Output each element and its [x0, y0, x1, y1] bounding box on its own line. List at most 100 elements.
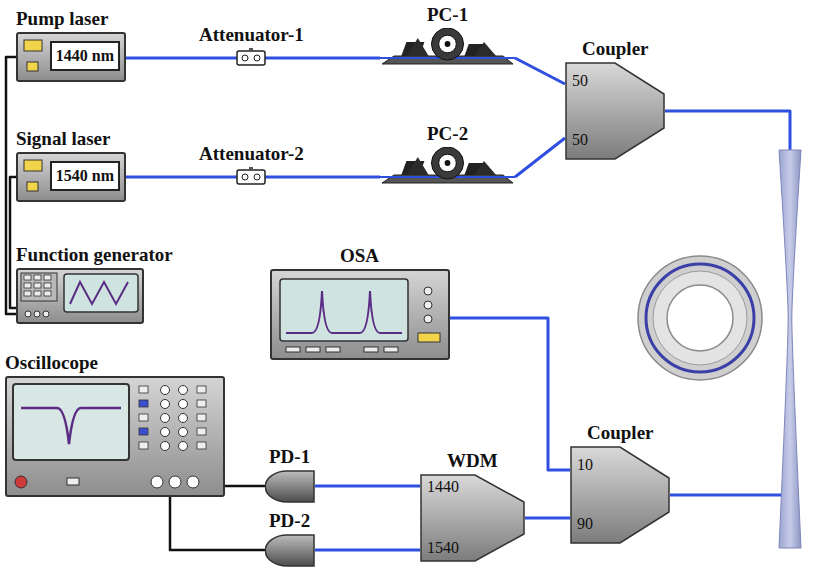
graphic-part	[187, 476, 199, 488]
graphic-part	[161, 414, 170, 423]
attenuator-symbol	[195, 167, 307, 187]
optical-fiber	[525, 517, 570, 520]
graphic-part	[424, 315, 432, 323]
graphic-part	[13, 384, 129, 460]
device-label: Function generator	[16, 244, 173, 266]
graphic-part	[571, 447, 669, 543]
graphic-part	[306, 347, 320, 352]
graphic-part	[179, 400, 188, 409]
graphic-part	[179, 428, 188, 437]
graphic-part	[326, 347, 340, 352]
electrical-cable	[225, 485, 265, 488]
graphic-part	[34, 275, 41, 280]
port-label: 90	[577, 515, 593, 533]
graphic-part	[242, 174, 248, 180]
graphic-part	[139, 442, 148, 449]
graphic-part	[44, 283, 51, 288]
port-label: 1540	[427, 539, 459, 557]
optical-fiber	[515, 58, 565, 84]
device-label: PD-1	[269, 446, 310, 468]
device-label: Coupler	[582, 38, 649, 60]
graphic-part	[67, 478, 79, 485]
graphic-part	[432, 28, 464, 60]
device-label: WDM	[447, 450, 498, 472]
photodetector: PD-2	[265, 510, 315, 568]
optical-fiber	[450, 318, 570, 470]
graphic-part	[179, 386, 188, 395]
graphic-part	[286, 291, 402, 333]
graphic-part	[197, 414, 206, 421]
device-label: PC-2	[427, 123, 468, 145]
analyzer-panel	[272, 271, 448, 358]
graphic-part	[286, 347, 300, 352]
graphic-part	[237, 51, 265, 65]
device-label: Pump laser	[16, 8, 108, 30]
graphic-part	[249, 48, 253, 51]
device-label: OSA	[340, 245, 379, 267]
oscilloscope: Oscillocope	[5, 352, 225, 497]
graphic-part	[169, 476, 181, 488]
graphic-part	[24, 283, 31, 288]
graphic-part	[25, 311, 31, 317]
function-generator: Function generator	[16, 244, 177, 324]
graphic-part	[161, 400, 170, 409]
instrument-body	[5, 376, 225, 497]
device-label: PD-2	[269, 510, 310, 532]
pump-laser: Pump laser1440 nm	[16, 8, 126, 82]
instrument-body: 1440 nm	[16, 32, 126, 82]
graphic-part	[161, 386, 170, 395]
graphic-part	[64, 274, 138, 312]
graphic-part	[384, 347, 398, 352]
graphic-part	[139, 386, 148, 393]
graphic-part	[24, 275, 31, 280]
graphic-part	[161, 442, 170, 451]
photodetector-symbol	[265, 470, 315, 504]
graphic-part	[139, 414, 148, 421]
wdm-demux: WDM 1440 1540	[420, 450, 525, 562]
graphic-part	[27, 62, 38, 71]
optical-fiber	[126, 57, 195, 60]
graphic-part	[21, 273, 57, 301]
electrical-cable	[6, 57, 16, 314]
port-label: 50	[572, 72, 588, 90]
attenuator-symbol	[195, 48, 307, 68]
graphic-part	[439, 154, 457, 172]
graphic-part	[24, 40, 42, 51]
graphic-part	[161, 428, 170, 437]
graphic-part	[139, 400, 148, 407]
paddle-controller-symbol	[380, 147, 515, 187]
graphic-part	[475, 161, 497, 175]
graphic-part	[197, 386, 206, 393]
device-label: Oscillocope	[5, 352, 98, 374]
graphic-part	[43, 311, 49, 317]
port-label: 1440	[427, 478, 459, 496]
resonator-inner	[653, 271, 747, 365]
graphic-part	[242, 55, 248, 61]
optical-fiber	[315, 485, 420, 488]
optical-fiber	[307, 176, 380, 179]
graphic-part	[24, 160, 42, 171]
graphic-part	[475, 42, 497, 56]
device-label: Coupler	[587, 422, 654, 444]
graphic-part	[432, 147, 464, 179]
polarization-controller: PC-2	[380, 123, 515, 187]
attenuator: Attenuator-1	[195, 24, 307, 68]
graphic-part	[44, 275, 51, 280]
graphic-part	[44, 291, 51, 296]
graphic-part	[265, 535, 314, 566]
graphic-part	[249, 167, 253, 170]
resonator-hole	[667, 285, 733, 351]
graphic-part	[439, 35, 457, 53]
graphic-part	[179, 414, 188, 423]
optical-fiber	[665, 111, 790, 495]
graphic-part	[197, 442, 206, 449]
port-label: 10	[577, 456, 593, 474]
graphic-part	[280, 279, 408, 341]
graphic-part	[197, 400, 206, 407]
graphic-part	[70, 282, 128, 304]
graphic-part	[407, 38, 429, 56]
graphic-part	[254, 174, 260, 180]
wavelength-display: 1540 nm	[50, 161, 120, 191]
device-label: PC-1	[427, 4, 468, 26]
